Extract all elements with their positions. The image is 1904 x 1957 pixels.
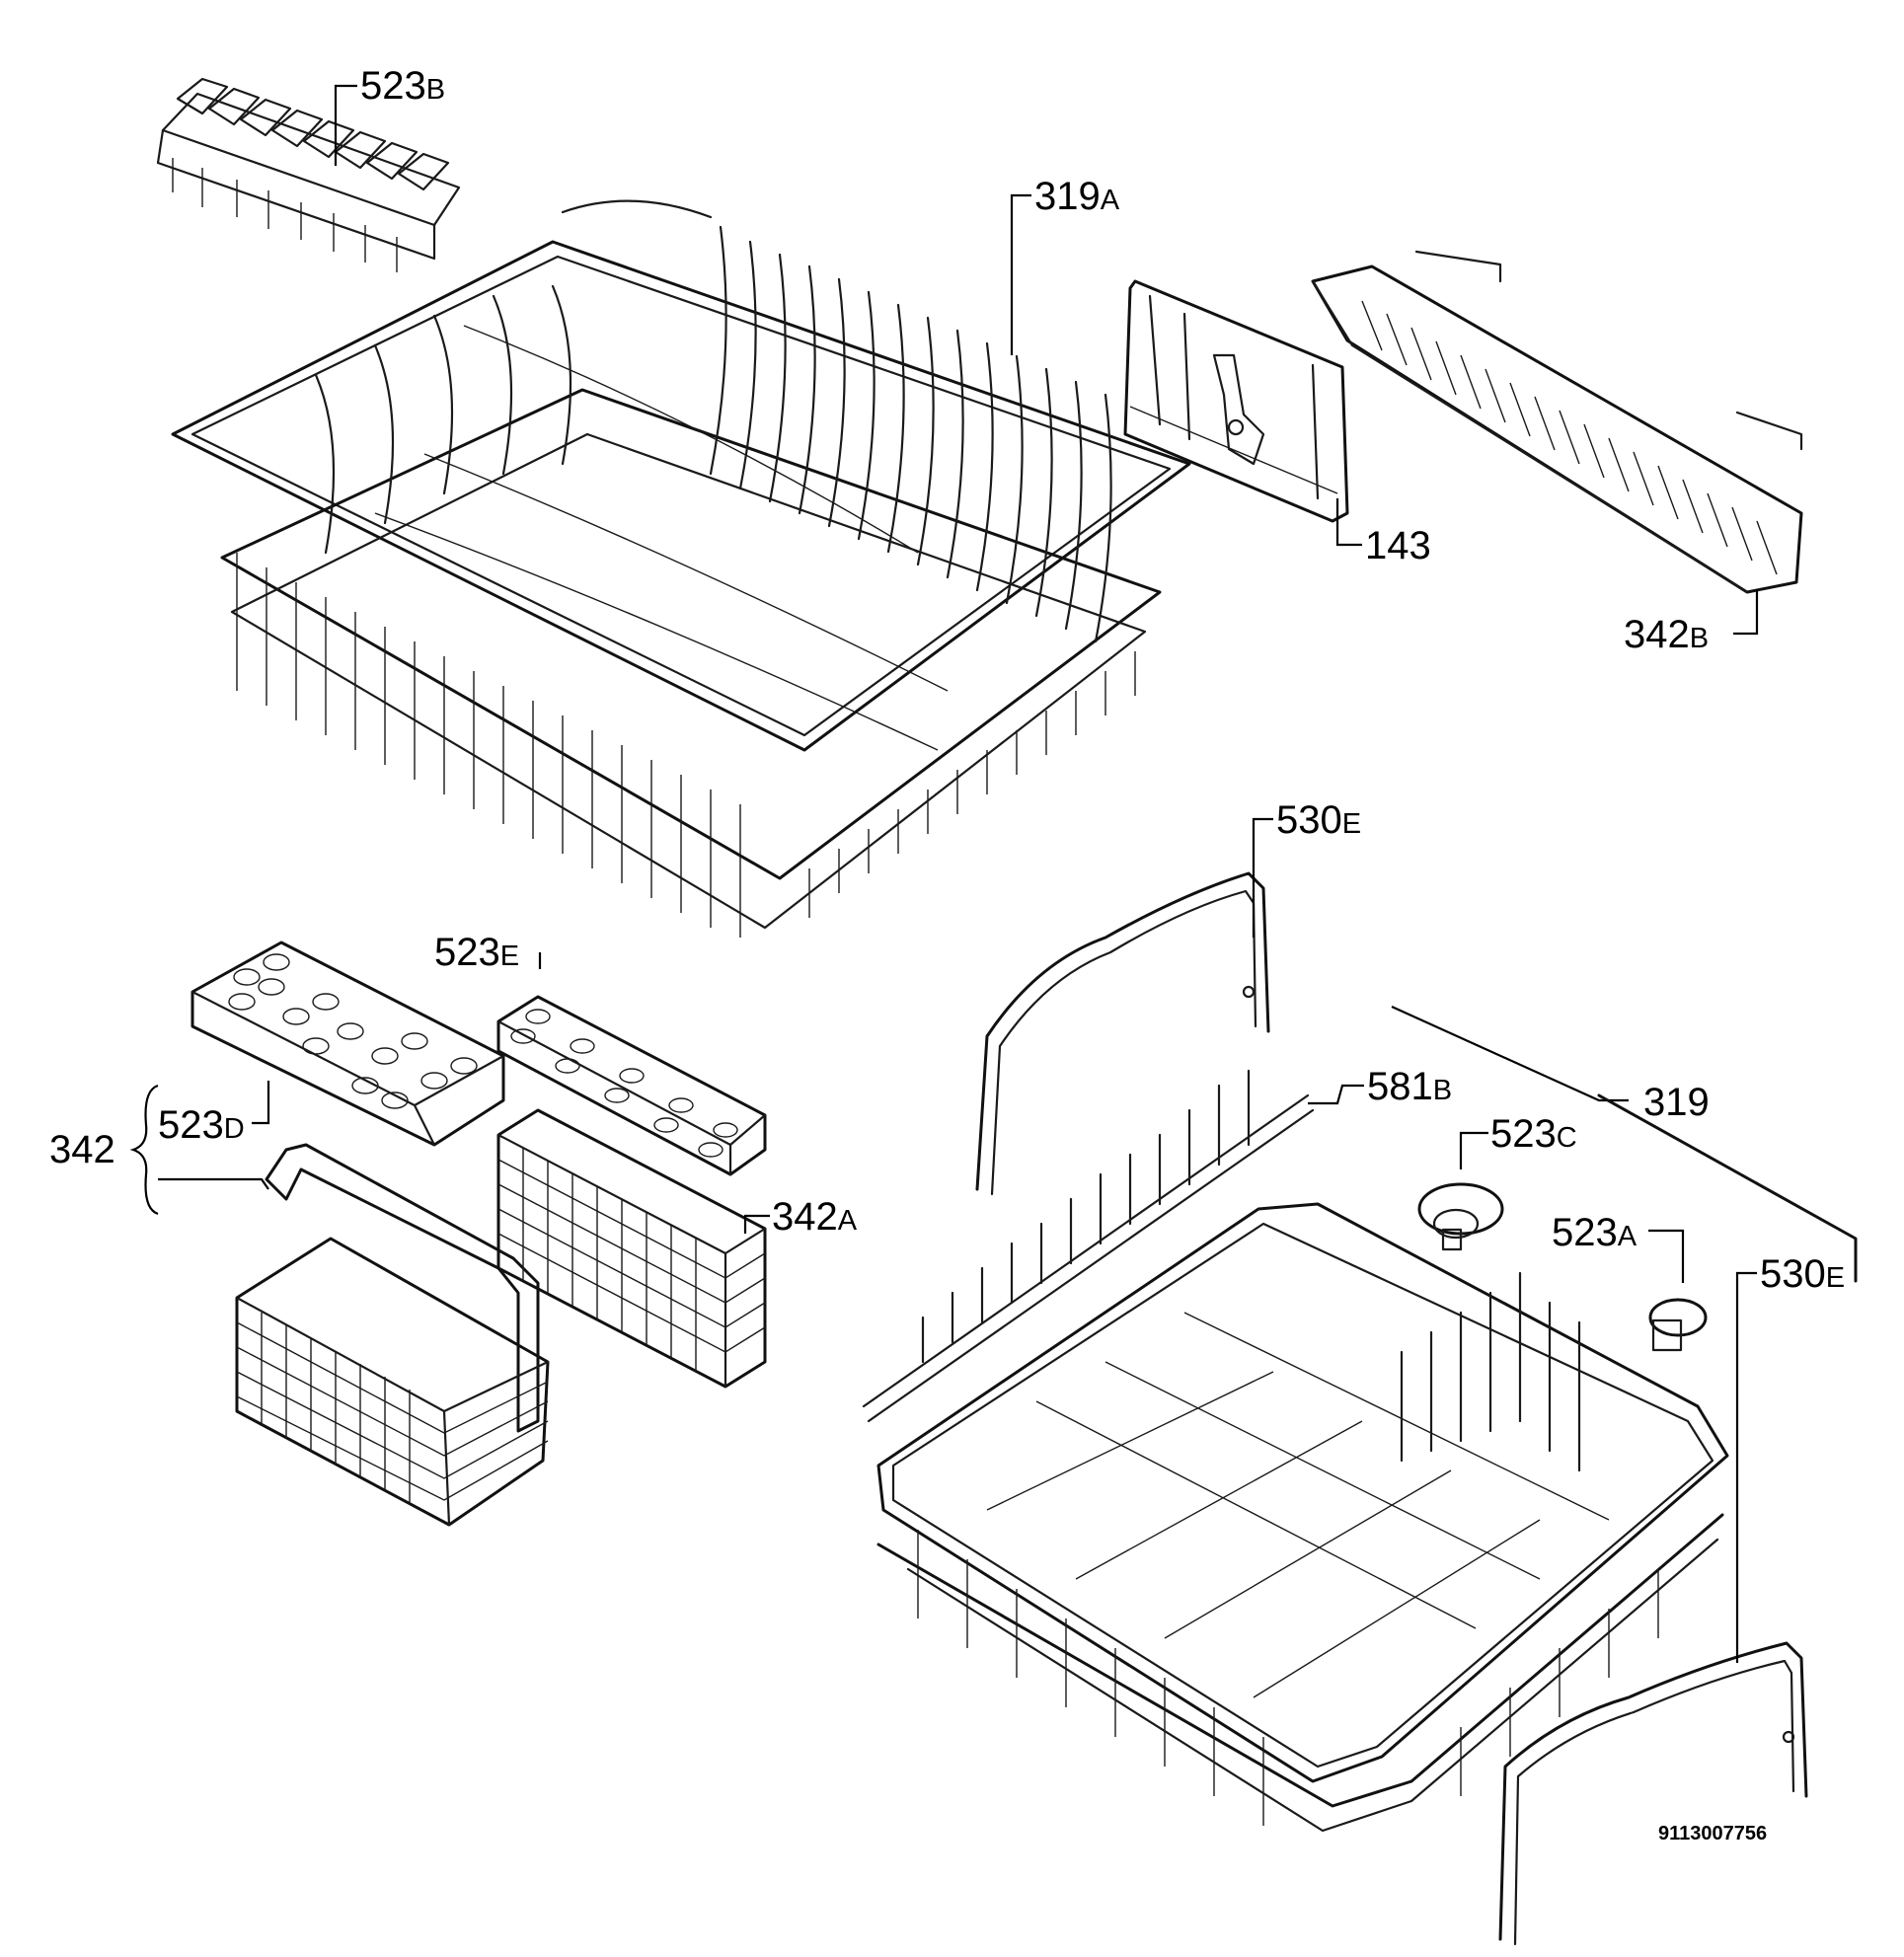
part-319a-upper-basket: [171, 199, 1191, 938]
callout-labels: 523B 319A 143 342B 530E 523E 342 523D 58…: [49, 64, 1845, 1844]
part-523c-wheel: [1417, 1182, 1504, 1251]
part-342b-cutlery-tray: [1311, 250, 1803, 594]
callout-143: 143: [1365, 524, 1431, 567]
part-523e-flap-tray: [496, 995, 767, 1176]
callout-319: 319: [1643, 1081, 1710, 1124]
leader-lines: [129, 84, 1858, 1663]
part-530e-top-rail: [975, 871, 1270, 1196]
callout-530e-right: 530E: [1760, 1252, 1845, 1296]
part-523a-wheel: [1648, 1298, 1708, 1352]
callout-523a: 523A: [1552, 1211, 1637, 1254]
part-530e-right-rail: [1498, 1641, 1808, 1946]
part-342a-basket: [496, 1108, 767, 1389]
callout-342a: 342A: [772, 1195, 858, 1239]
part-143-rail-bracket: [1123, 279, 1349, 523]
callout-523d: 523D: [158, 1103, 245, 1147]
callout-319a: 319A: [1034, 175, 1120, 218]
callout-523c: 523C: [1490, 1112, 1577, 1156]
part-319-lower-basket: [876, 1202, 1729, 1833]
part-523b-cup-rack: [156, 77, 461, 272]
document-number: 9113007756: [1658, 1823, 1767, 1844]
part-523d-flap-tray: [190, 941, 505, 1147]
callout-530e-top: 530E: [1276, 798, 1361, 842]
part-342-cutlery-basket: [235, 1143, 550, 1527]
callout-342b: 342B: [1624, 613, 1709, 656]
callout-342: 342: [49, 1128, 115, 1171]
callout-523b: 523B: [360, 64, 445, 108]
callout-581b: 581B: [1367, 1065, 1452, 1108]
part-581b-tine-row: [862, 1069, 1315, 1423]
callout-523e: 523E: [434, 931, 519, 974]
